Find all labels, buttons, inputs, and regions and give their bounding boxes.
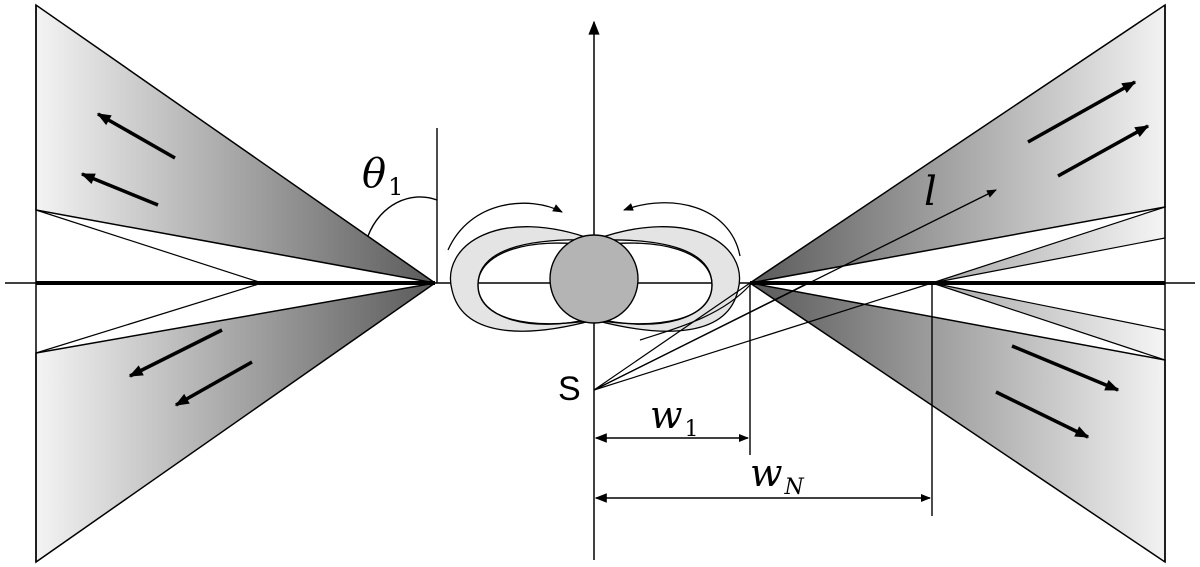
- w1-label: w1: [650, 393, 699, 442]
- right-rotation-arrow: [623, 202, 741, 257]
- flow-arrow-right-3: [1011, 344, 1120, 392]
- flow-arrow-left-4: [174, 360, 253, 407]
- left-lower-cone: [35, 282, 436, 564]
- wN-subscript: N: [784, 475, 805, 500]
- l-label: l: [924, 169, 937, 215]
- l-vector: [593, 189, 997, 391]
- left-rotation-arrow: [447, 202, 563, 251]
- flow-arrow-left-2: [80, 172, 159, 207]
- theta-label: θ1: [362, 151, 403, 201]
- flow-arrows: [80, 80, 1150, 439]
- flow-arrow-left-3: [128, 328, 223, 378]
- w1-subscript: 1: [685, 417, 699, 442]
- flow-arrow-right-4: [995, 390, 1090, 439]
- wN-label: wN: [750, 451, 805, 500]
- left-inner-loop: [477, 242, 595, 325]
- flow-arrow-right-2: [1057, 124, 1150, 178]
- sight-lines: [593, 189, 997, 391]
- central-sphere: [549, 234, 639, 324]
- theta-subscript: 1: [388, 173, 403, 201]
- flow-arrow-left-1: [96, 112, 176, 160]
- right-inner-loop: [593, 242, 713, 325]
- right-cones: [749, 3, 1166, 564]
- source-label: S: [558, 370, 581, 408]
- flow-arrow-right-1: [1027, 80, 1137, 144]
- left-upper-cone: [35, 3, 436, 284]
- theta-arc: [367, 196, 438, 237]
